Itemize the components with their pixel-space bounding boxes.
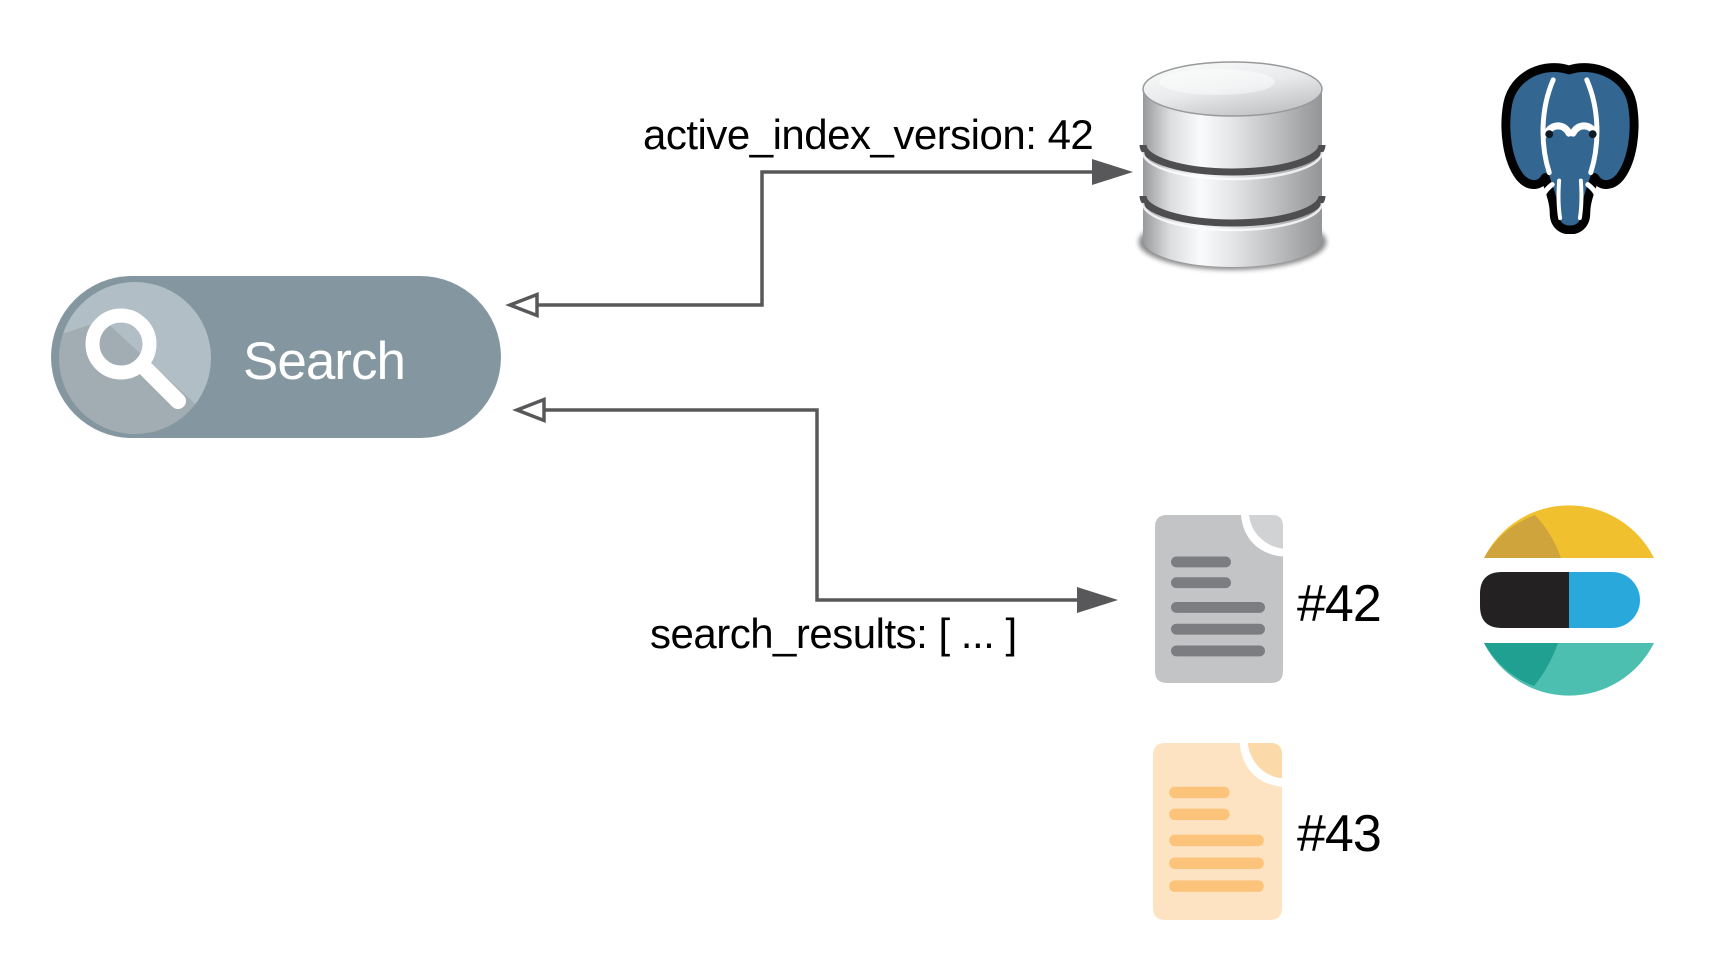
database-groove-2 xyxy=(1139,195,1326,227)
document-43-text-lines xyxy=(1169,786,1264,892)
search-results-label: search_results: [ ... ] xyxy=(650,610,1017,657)
document-42-label: #42 xyxy=(1297,575,1382,633)
flow-line-active-index-version xyxy=(536,170,1094,307)
document-icon-42 xyxy=(1155,515,1283,683)
elastic-bottom-teal-dark xyxy=(1484,643,1558,686)
elephant-head-silhouette xyxy=(1501,63,1639,234)
magnifier-ring xyxy=(85,308,157,380)
database-top-sheen xyxy=(1159,69,1275,95)
document-icon-43 xyxy=(1153,743,1282,920)
document-43-fold xyxy=(1247,743,1282,779)
elasticsearch-logo xyxy=(1480,505,1654,696)
elephant-right-ear-line xyxy=(1584,77,1600,176)
document-43-label: #43 xyxy=(1297,805,1382,863)
magnifier-long-shadow xyxy=(59,320,211,434)
search-pill-label: Search xyxy=(243,332,406,391)
elephant-left-tusk xyxy=(1538,182,1555,210)
postgresql-logo xyxy=(1501,63,1639,234)
elephant-right-eye xyxy=(1588,130,1597,139)
document-42-fold xyxy=(1249,515,1283,549)
flow-line-search-results xyxy=(543,408,1079,602)
elephant-trunk-right-line xyxy=(1577,178,1584,221)
search-pill xyxy=(51,276,501,438)
elephant-trunk-left-line xyxy=(1556,178,1563,221)
search-icon xyxy=(85,308,186,409)
active-index-version-label: active_index_version: 42 xyxy=(643,111,1094,158)
elastic-middle-blue xyxy=(1569,572,1640,628)
elastic-middle-black xyxy=(1480,572,1569,628)
elastic-top-tan xyxy=(1484,515,1561,558)
database-groove-1-highlight xyxy=(1141,151,1324,181)
open-arrowhead-to-search-top xyxy=(505,291,539,319)
document-42-text-lines xyxy=(1171,556,1265,657)
open-arrowhead-to-search-bottom xyxy=(512,396,546,424)
magnifier-handle xyxy=(139,362,186,409)
filled-arrowhead-to-document-icon xyxy=(1077,587,1118,613)
database-icon xyxy=(1138,61,1327,270)
database-top-ellipse xyxy=(1142,61,1323,117)
elephant-left-ear-line xyxy=(1540,77,1556,176)
database-groove-1 xyxy=(1139,144,1326,176)
elephant-right-tusk xyxy=(1585,182,1602,210)
database-groove-2-highlight xyxy=(1141,202,1324,232)
elephant-left-eye xyxy=(1545,130,1554,139)
filled-arrowhead-to-database-icon xyxy=(1092,159,1133,185)
